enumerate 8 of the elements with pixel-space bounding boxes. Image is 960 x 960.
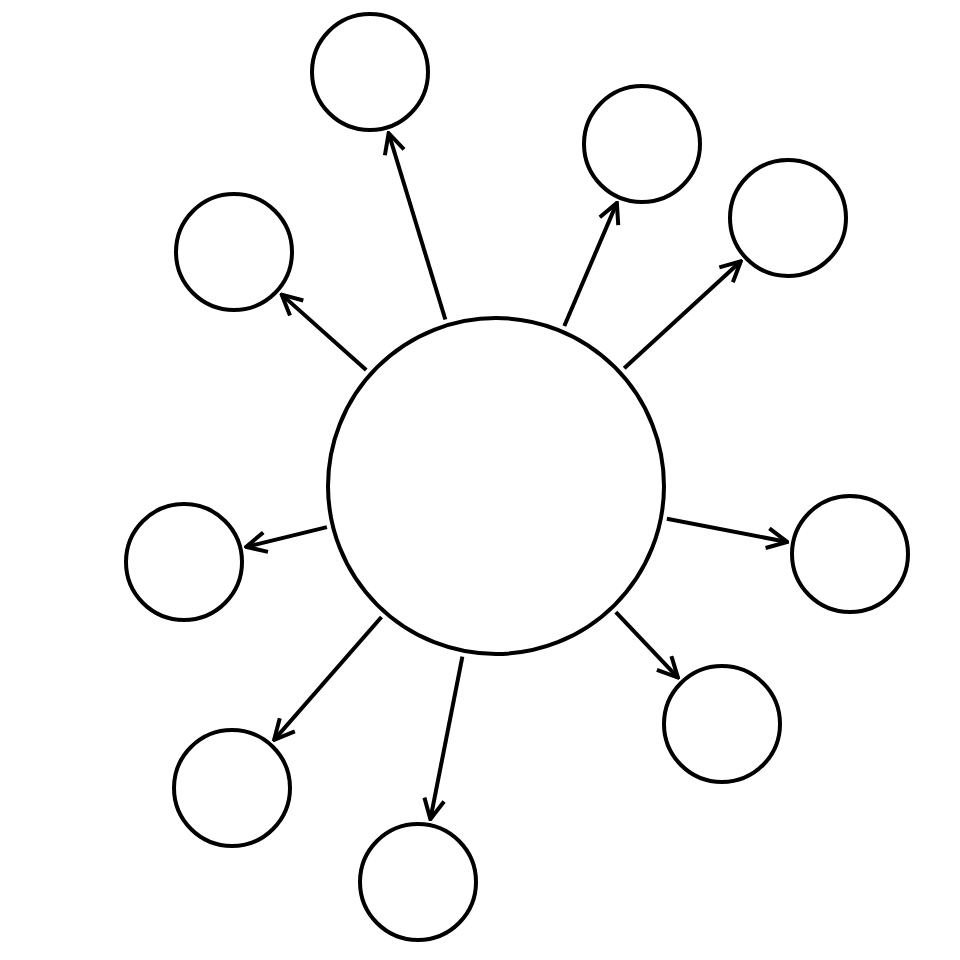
- arrow: [614, 610, 680, 680]
- arrow: [279, 292, 368, 372]
- arrow: [622, 259, 743, 370]
- arrow: [562, 200, 621, 327]
- arrow: [422, 656, 465, 822]
- arrow: [272, 615, 383, 742]
- arrow: [244, 525, 328, 554]
- arrow: [382, 131, 448, 321]
